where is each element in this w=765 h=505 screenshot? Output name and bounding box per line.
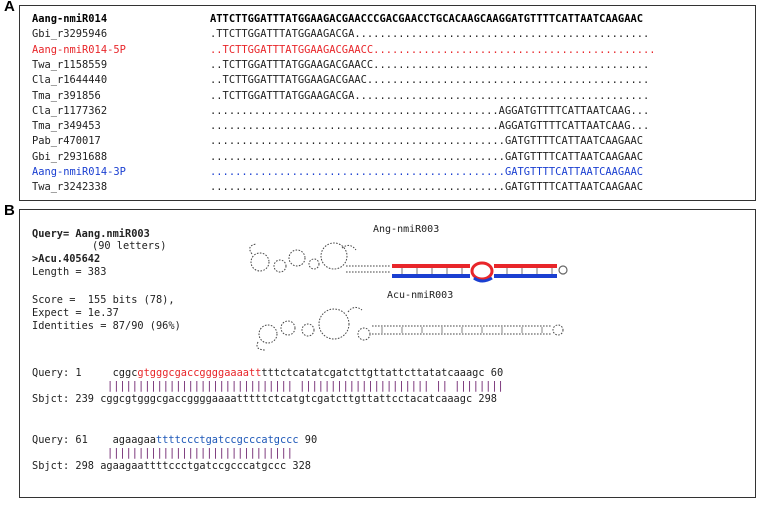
alignment-row-name: Aang-nmiR014 xyxy=(32,13,108,25)
hairpin-structure-bottom xyxy=(256,306,564,351)
alignment-row-name: Gbi_r2931688 xyxy=(32,150,108,163)
alignment-row-sequence: ..TCTTGGATTTATGGAAGACGAAC...............… xyxy=(210,74,650,87)
identities-line: Identities = 87/90 (96%) xyxy=(32,320,181,332)
query-line: Query= Aang.nmiR003 xyxy=(32,228,150,240)
alignment1-query: Query: 1 cggcgtgggcgaccggggaaaatttttctca… xyxy=(32,367,504,379)
alignment-row-sequence: .TTCTTGGATTTATGGAAGACGA.................… xyxy=(210,28,650,41)
alignment-row-sequence: ........................................… xyxy=(210,166,644,178)
alignment2-query: Query: 61 agaagaattttccctgatccgcccatgccc… xyxy=(32,434,318,446)
alignment-row-sequence: ........................................… xyxy=(210,135,644,148)
alignment-row-name: Gbi_r3295946 xyxy=(32,28,108,41)
subject-line: >Acu.405642 xyxy=(32,253,101,265)
expect-line: Expect = 1e.37 xyxy=(32,307,119,319)
hairpin-structure-top xyxy=(249,242,568,283)
alignment-row-name: Cla_r1177362 xyxy=(32,104,108,117)
structure-top-label: Ang-nmiR003 xyxy=(373,224,440,235)
alignment-row-name: Aang-nmiR014-3P xyxy=(32,166,126,178)
length-line: Length = 383 xyxy=(32,266,107,278)
alignment-row-sequence: ........................................… xyxy=(210,150,644,163)
alignment-row-name: Tma_r349453 xyxy=(32,120,101,133)
alignment1-match-bars: |||||||||||||||||||||||||||||| |||||||||… xyxy=(107,380,504,392)
alignment2-subject: Sbjct: 298 agaagaattttccctgatccgcccatgcc… xyxy=(32,460,311,472)
alignment-row-sequence: ..TCTTGGATTTATGGAAGACGAACC..............… xyxy=(210,43,656,56)
alignment2-match-bars: |||||||||||||||||||||||||||||| xyxy=(107,447,293,459)
alignment-row-name: Pab_r470017 xyxy=(32,135,101,148)
panel-a-letter: A xyxy=(4,0,15,15)
alignment-row-sequence: ........................................… xyxy=(210,120,650,133)
alignment-row-sequence: ..TCTTGGATTTATGGAAGACGAACC..............… xyxy=(210,58,650,71)
structure-bottom-label: Acu-nmiR003 xyxy=(387,290,454,301)
panel-a-alignment: Aang-nmiR014 ATTCTTGGATTTATGGAAGACGAACCCG… xyxy=(19,5,756,201)
alignment-row-sequence: ........................................… xyxy=(210,104,650,117)
alignment-row-sequence: ........................................… xyxy=(210,181,644,194)
score-line: Score = 155 bits (78), xyxy=(32,294,175,306)
alignment-row-name: Aang-nmiR014-5P xyxy=(32,43,126,56)
alignment-row-sequence: ..TCTTGGATTTATGGAAGACGA.................… xyxy=(210,89,650,102)
alignment-row-name: Twa_r1158559 xyxy=(32,58,108,71)
alignment-row-name: Tma_r391856 xyxy=(32,89,101,102)
letters-line: (90 letters) xyxy=(92,240,167,252)
panel-b-blast: Query= Aang.nmiR003 (90 letters) >Acu.40… xyxy=(19,209,756,498)
alignment1-subject: Sbjct: 239 cggcgtgggcgaccggggaaaatttttct… xyxy=(32,393,497,405)
alignment-row-sequence: ATTCTTGGATTTATGGAAGACGAACCCGACGAACCTGCAC… xyxy=(210,13,644,25)
alignment-row-name: Cla_r1644440 xyxy=(32,74,108,87)
panel-b-letter: B xyxy=(4,202,15,219)
alignment-row-name: Twa_r3242338 xyxy=(32,181,108,194)
